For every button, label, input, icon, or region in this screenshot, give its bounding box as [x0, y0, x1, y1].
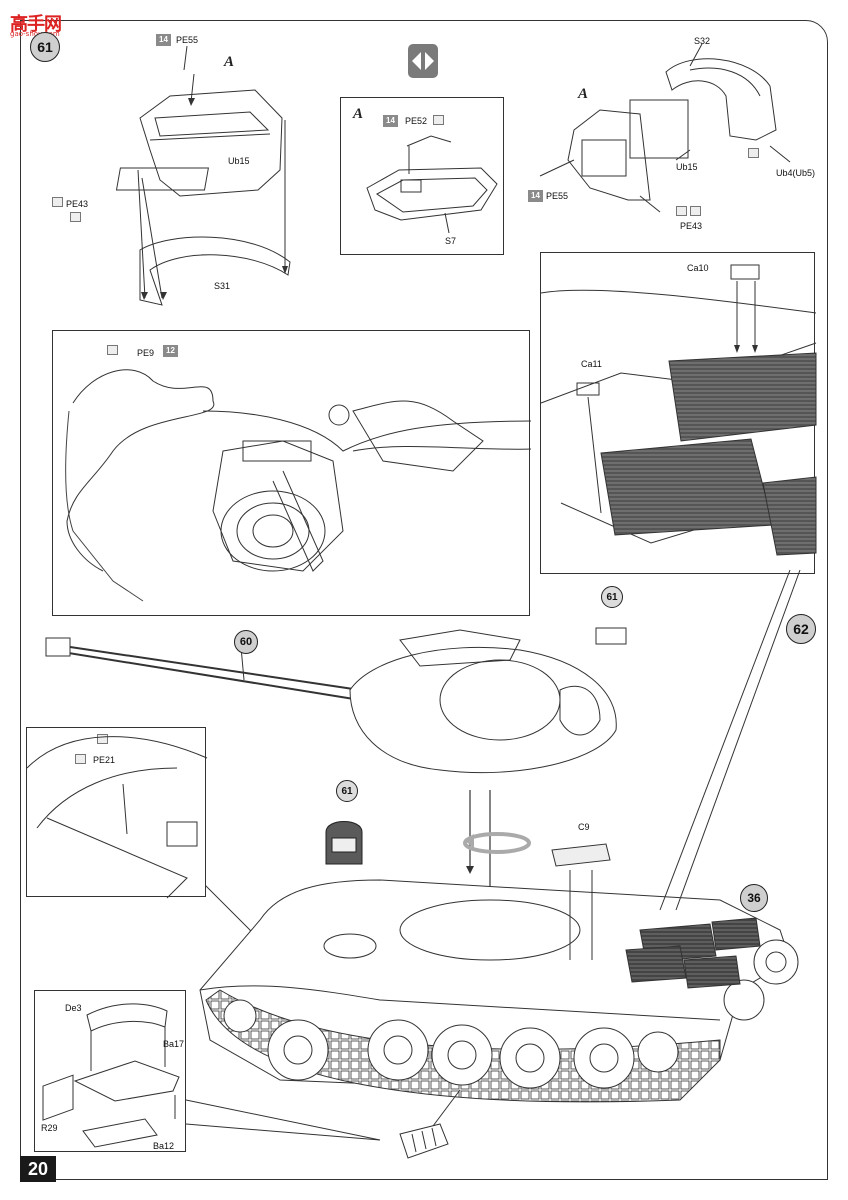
badge-14: 14	[156, 34, 171, 46]
panel-turret-detail: PE9 12	[52, 330, 532, 616]
panel-bottom-detail: De3 Ba17 R29 Ba12	[34, 990, 186, 1152]
label-ba17: Ba17	[163, 1039, 185, 1049]
panel-detail-a: A 14 PE52 S7	[340, 97, 504, 255]
watermark-title: 高手网	[10, 14, 62, 35]
turret-detail-drawing	[65, 369, 532, 602]
times-two-icon	[690, 206, 701, 216]
label-r29: R29	[41, 1123, 58, 1133]
panel-pe21-detail: PE21	[26, 727, 208, 899]
panel-a-drawing	[366, 135, 498, 234]
label-s32: S32	[694, 36, 711, 46]
hatch-cover-drawing	[325, 821, 363, 865]
times-two-icon	[52, 197, 63, 207]
swap-arrows-icon	[408, 44, 438, 78]
page-number: 20	[20, 1156, 56, 1182]
photo-etch-icon	[70, 212, 81, 222]
label-pe55-right: PE55	[546, 191, 569, 201]
label-ub15: Ub15	[228, 156, 250, 166]
engine-deck-drawing	[540, 264, 817, 556]
step-62-marker: 62	[786, 614, 816, 644]
label-a-right: A	[578, 86, 589, 102]
step-61-marker: 61	[30, 32, 60, 62]
label-pe21: PE21	[93, 755, 116, 765]
label-ca10: Ca10	[687, 263, 709, 273]
c9-part-drawing	[551, 843, 611, 867]
photo-etch-icon	[676, 206, 687, 216]
label-ba12: Ba12	[153, 1141, 175, 1151]
label-a: A	[224, 54, 235, 70]
label-pe55: PE55	[176, 35, 199, 45]
photo-etch-icon	[75, 754, 86, 764]
label-ub15-right: Ub15	[676, 162, 698, 172]
label-pe52: PE52	[405, 116, 428, 126]
step-60-marker: 60	[234, 630, 258, 654]
times-two-icon	[97, 734, 108, 744]
label-pe9: PE9	[137, 348, 155, 358]
watermark-logo: 高手网 gao-shou.com	[4, 4, 74, 38]
badge-12: 12	[163, 345, 178, 357]
label-s7: S7	[445, 236, 457, 246]
panel-engine-deck: Ca10 Ca11	[540, 252, 817, 574]
label-pe43: PE43	[66, 199, 89, 209]
label-s31: S31	[214, 281, 231, 291]
label-c9: C9	[578, 822, 590, 832]
track-link-part	[399, 1123, 449, 1159]
step-36-marker: 36	[740, 884, 768, 912]
watermark-url: gao-shou.com	[10, 30, 60, 38]
times-two-icon	[748, 148, 759, 158]
label-ub4: Ub4(Ub5)	[776, 168, 816, 178]
label-ca11: Ca11	[581, 359, 602, 369]
badge-14-right: 14	[528, 190, 543, 202]
badge-14-a: 14	[383, 115, 398, 127]
bottom-detail-drawing	[42, 1003, 180, 1148]
photo-etch-icon	[107, 345, 118, 355]
pe21-drawing	[26, 736, 208, 899]
rotate-arrow-icon	[463, 832, 531, 854]
step-61-small-marker: 61	[336, 780, 358, 802]
page-frame	[20, 20, 828, 1180]
label-de3: De3	[65, 1003, 82, 1013]
panel-a-letter: A	[353, 106, 364, 122]
label-pe43-right: PE43	[680, 221, 703, 231]
photo-etch-icon	[433, 115, 444, 125]
step-61-small-marker-top: 61	[601, 586, 623, 608]
